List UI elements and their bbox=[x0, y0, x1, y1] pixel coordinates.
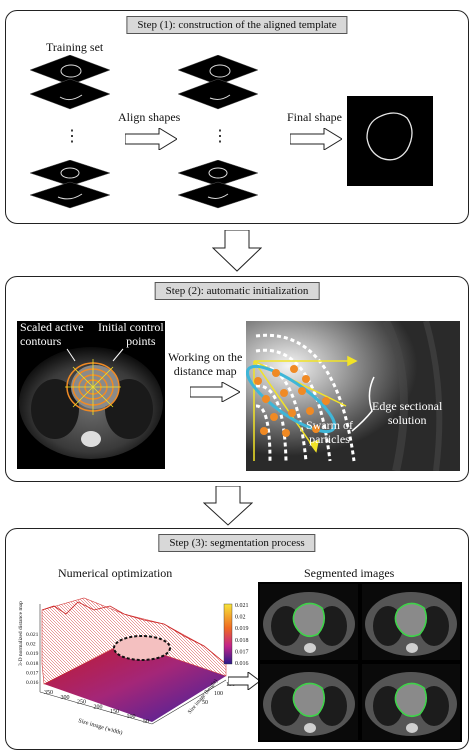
x-tick-label: 50 bbox=[143, 719, 149, 725]
segmented-image-3 bbox=[259, 663, 359, 741]
ct-image-initialization bbox=[17, 321, 165, 469]
colorbar-tick-label: 0.019 bbox=[235, 626, 249, 632]
shape-outline bbox=[60, 64, 82, 78]
initial-control-line1: Initial control bbox=[98, 320, 164, 334]
colorbar-tick-label: 0.016 bbox=[235, 661, 249, 667]
training-set-label: Training set bbox=[46, 40, 104, 54]
x-axis-label: Size image (width) bbox=[77, 717, 123, 736]
ellipsis-left: ⋮ bbox=[64, 128, 80, 145]
training-stack-top bbox=[30, 55, 110, 110]
scaled-active-line2: contours bbox=[20, 333, 62, 348]
y-tick-label: 50 bbox=[202, 700, 208, 706]
x-tick-label: 150 bbox=[110, 709, 119, 715]
shape-outline bbox=[209, 94, 231, 100]
shape-outline bbox=[59, 94, 83, 101]
segmented-images-label: Segmented images bbox=[304, 566, 395, 580]
x-tick-label: 100 bbox=[127, 714, 136, 720]
shape-outline bbox=[60, 167, 80, 179]
minimum-ring bbox=[113, 635, 171, 661]
slice-front bbox=[178, 181, 258, 209]
z-tick-label: 0.018 bbox=[26, 661, 39, 667]
z-tick-label: 0.016 bbox=[26, 680, 39, 686]
x-tick-label: 350 bbox=[44, 690, 53, 696]
working-line1: Working on the bbox=[168, 350, 243, 364]
z-tick-label: 0.017 bbox=[26, 670, 39, 676]
z-tick-label: 0.019 bbox=[26, 651, 39, 657]
scaled-active-label: Scaled active contours bbox=[20, 320, 84, 349]
x-axis-ticks: 350 300 250 200 150 100 50 bbox=[44, 690, 149, 725]
y-tick-label: 100 bbox=[214, 691, 223, 697]
z-axis-ticks: 0.021 0.02 0.019 0.018 0.017 0.016 bbox=[26, 632, 39, 686]
down-arrow-icon bbox=[212, 230, 262, 272]
step1-title: Step (1): construction of the aligned te… bbox=[126, 16, 348, 34]
surface-floor bbox=[44, 642, 226, 722]
final-shape-outline bbox=[366, 112, 413, 161]
particles bbox=[254, 365, 330, 437]
z-tick-label: 0.02 bbox=[26, 642, 36, 648]
segmented-images-grid bbox=[258, 582, 462, 742]
ellipsis-middle: ⋮ bbox=[212, 128, 228, 145]
aligned-stack-bottom bbox=[178, 160, 258, 209]
edge-line2: solution bbox=[387, 412, 427, 427]
right-arrow-icon bbox=[125, 128, 177, 150]
x-tick-label: 250 bbox=[77, 700, 86, 706]
colorbar-tick-label: 0.017 bbox=[235, 649, 249, 655]
slice-front bbox=[178, 78, 258, 110]
down-arrow-icon bbox=[203, 486, 253, 526]
colorbar bbox=[223, 603, 233, 665]
x-tick-label: 300 bbox=[61, 695, 70, 701]
swarm-label: Swarm of particles bbox=[306, 418, 353, 447]
step3-title: Step (3): segmentation process bbox=[158, 534, 316, 552]
initial-control-points bbox=[65, 359, 121, 415]
numerical-optimization-label: Numerical optimization bbox=[58, 566, 173, 580]
working-line2: distance map bbox=[173, 363, 237, 378]
colorbar-ticks: 0.021 0.02 0.019 0.018 0.017 0.016 bbox=[235, 603, 249, 667]
colorbar-tick-label: 0.021 bbox=[235, 603, 249, 609]
align-shapes-label: Align shapes bbox=[118, 110, 181, 124]
slice-front bbox=[30, 181, 110, 209]
scaled-active-line1: Scaled active bbox=[20, 320, 84, 334]
particle-swarm-ellipse bbox=[246, 364, 337, 434]
colorbar-tick-label: 0.018 bbox=[235, 638, 249, 644]
colorbar-tick-label: 0.02 bbox=[235, 615, 246, 621]
final-shape-label: Final shape bbox=[287, 110, 342, 124]
z-tick-label: 0.021 bbox=[26, 632, 39, 638]
segmented-image-2 bbox=[361, 583, 461, 661]
shape-outline bbox=[209, 64, 231, 78]
slice-front bbox=[30, 78, 110, 110]
right-arrow-icon bbox=[228, 672, 260, 690]
shape-outline bbox=[208, 167, 228, 179]
step2-title: Step (2): automatic initialization bbox=[154, 282, 320, 300]
shape-outline bbox=[57, 193, 83, 200]
working-distance-label: Working on the distance map bbox=[168, 350, 243, 379]
right-arrow-icon bbox=[290, 128, 342, 150]
z-axis-label: 3-D normalized distance map bbox=[18, 601, 24, 666]
initial-control-label: Initial control points bbox=[98, 320, 164, 349]
x-tick-label: 200 bbox=[94, 704, 103, 710]
final-shape-image bbox=[347, 96, 433, 186]
swarm-line1: Swarm of bbox=[306, 418, 353, 432]
aligned-stack-top bbox=[178, 55, 258, 110]
shape-outline bbox=[207, 193, 229, 199]
right-arrow-icon bbox=[190, 382, 240, 402]
training-stack-bottom bbox=[30, 160, 110, 209]
distance-map-image bbox=[246, 321, 460, 471]
edge-line1: Edge sectional bbox=[372, 399, 443, 413]
edge-sectional-label: Edge sectional solution bbox=[372, 399, 443, 428]
segmented-image-4 bbox=[361, 663, 461, 741]
segmented-image-1 bbox=[259, 583, 359, 661]
swarm-line2: particles bbox=[309, 431, 350, 446]
initial-control-line2: points bbox=[126, 333, 156, 348]
